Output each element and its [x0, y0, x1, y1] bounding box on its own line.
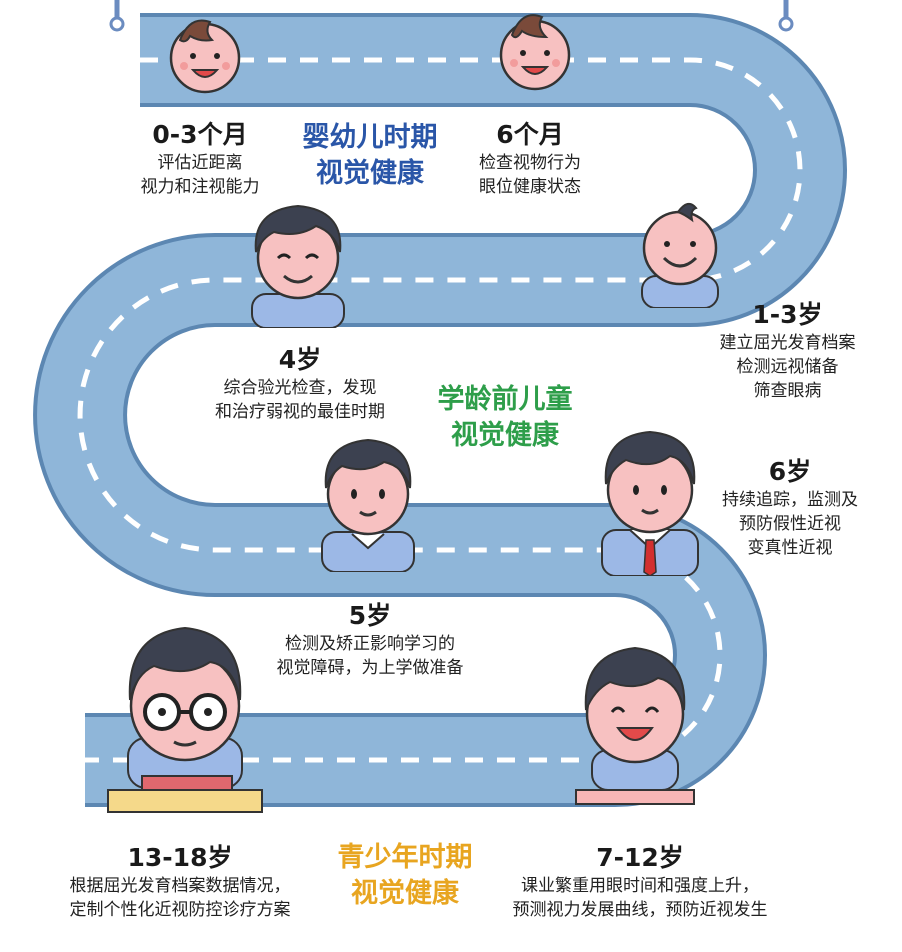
stage-description: 评估近距离 视力和注视能力 [100, 151, 300, 199]
desc-line: 检测远视储备 [736, 357, 839, 377]
period-title-line: 青少年时期 [337, 842, 473, 873]
desc-line: 检测及矫正影响学习的 [285, 634, 455, 654]
stage-description: 课业繁重用眼时间和强度上升， 预测视力发展曲线，预防近视发生 [480, 874, 800, 922]
stage-0-3-months: 0-3个月 评估近距离 视力和注视能力 [100, 115, 300, 199]
desc-line: 根据屈光发育档案数据情况， [69, 876, 291, 896]
stage-age-label: 5岁 [348, 601, 392, 630]
desc-line: 预测视力发展曲线，预防近视发生 [512, 900, 768, 920]
period-title-line: 视觉健康 [351, 878, 459, 909]
stage-age-label: 1-3岁 [752, 300, 823, 329]
desc-line: 评估近距离 [157, 153, 243, 173]
period-title-line: 婴幼儿时期 [302, 122, 438, 153]
hanging-rod-left [109, 0, 125, 32]
stage-5-years: 5岁 检测及矫正影响学习的 视觉障碍，为上学做准备 [240, 596, 500, 680]
toddler-face-icon [641, 202, 719, 308]
schoolboy-tie-icon [601, 430, 699, 576]
desc-line: 眼位健康状态 [479, 177, 581, 197]
stage-age-label: 7-12岁 [596, 843, 684, 872]
stage-age-label: 6岁 [768, 457, 812, 486]
hanging-rod-right [778, 0, 794, 32]
stage-age-label: 4岁 [278, 345, 322, 374]
period-title-line: 视觉健康 [451, 420, 559, 451]
stage-7-12-years: 7-12岁 课业繁重用眼时间和强度上升， 预测视力发展曲线，预防近视发生 [480, 838, 800, 922]
baby-face-icon [499, 14, 571, 91]
student-smiling-icon [575, 646, 695, 805]
stage-description: 持续追踪，监测及 预防假性近视 变真性近视 [690, 488, 890, 560]
child-face-icon [321, 438, 415, 572]
desc-line: 变真性近视 [747, 538, 833, 558]
desc-line: 检查视物行为 [479, 153, 581, 173]
stage-description: 综合验光检查，发现 和治疗弱视的最佳时期 [180, 376, 420, 424]
period-title-preschool: 学龄前儿童 视觉健康 [405, 382, 605, 454]
desc-line: 建立屈光发育档案 [719, 333, 856, 353]
desc-line: 筛查眼病 [753, 381, 822, 401]
stage-description: 建立屈光发育档案 检测远视储备 筛查眼病 [680, 331, 895, 403]
road-center-dash [77, 57, 803, 763]
stage-6-months: 6个月 检查视物行为 眼位健康状态 [430, 115, 630, 199]
child-face-icon [251, 204, 345, 328]
stage-1-3-years: 1-3岁 建立屈光发育档案 检测远视储备 筛查眼病 [680, 295, 895, 403]
baby-face-icon [169, 19, 241, 94]
desc-line: 综合验光检查，发现 [223, 378, 377, 398]
stage-4-years: 4岁 综合验光检查，发现 和治疗弱视的最佳时期 [180, 340, 420, 424]
stage-description: 检查视物行为 眼位健康状态 [430, 151, 630, 199]
stage-age-label: 6个月 [496, 120, 564, 149]
desc-line: 视力和注视能力 [140, 177, 260, 197]
desc-line: 课业繁重用眼时间和强度上升， [521, 876, 759, 896]
desc-line: 和治疗弱视的最佳时期 [215, 402, 385, 422]
desc-line: 持续追踪，监测及 [722, 490, 858, 510]
desc-line: 预防假性近视 [739, 514, 841, 534]
desc-line: 定制个性化近视防控诊疗方案 [69, 900, 291, 920]
student-glasses-icon [107, 626, 263, 813]
desc-line: 视觉障碍，为上学做准备 [276, 658, 464, 678]
stage-6-years: 6岁 持续追踪，监测及 预防假性近视 变真性近视 [690, 452, 890, 560]
period-title-infant: 婴幼儿时期 视觉健康 [270, 120, 470, 192]
stage-description: 检测及矫正影响学习的 视觉障碍，为上学做准备 [240, 632, 500, 680]
stage-description: 根据屈光发育档案数据情况， 定制个性化近视防控诊疗方案 [30, 874, 330, 922]
period-title-line: 视觉健康 [316, 158, 424, 189]
stage-age-label: 0-3个月 [152, 120, 248, 149]
stage-age-label: 13-18岁 [127, 843, 233, 872]
period-title-line: 学龄前儿童 [437, 384, 573, 415]
stage-13-18-years: 13-18岁 根据屈光发育档案数据情况， 定制个性化近视防控诊疗方案 [30, 838, 330, 922]
period-title-teen: 青少年时期 视觉健康 [305, 840, 505, 912]
